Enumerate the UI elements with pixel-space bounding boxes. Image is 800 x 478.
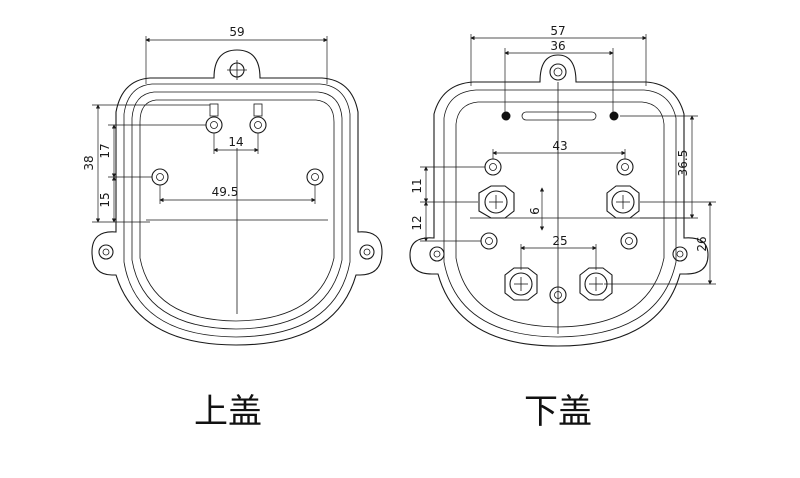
dim-upper-width: 59 <box>229 25 244 39</box>
lower-gland-bottom-left <box>504 267 538 301</box>
upper-cover-rim-2 <box>131 91 343 330</box>
lower-gland-upper-right <box>606 185 640 219</box>
lower-right-ear-hole <box>672 246 688 262</box>
lower-dot-right <box>609 111 619 121</box>
upper-cover-rim-1 <box>123 83 351 338</box>
lower-gland-bottom-right <box>579 267 613 301</box>
upper-cover-caption: 上盖 <box>194 392 262 432</box>
dim-lower-bottom-gap: 25 <box>552 234 567 248</box>
dim-lower-right-26: 26 <box>695 236 709 251</box>
dim-lower-offset: 6 <box>528 207 542 215</box>
upper-cover-outline <box>91 49 383 346</box>
dim-lower-top-gap: 43 <box>552 139 567 153</box>
dim-upper-side-gap: 49.5 <box>212 185 239 199</box>
upper-cover-rim-3 <box>139 99 335 322</box>
lower-cover-rim-2 <box>455 101 665 328</box>
dim-upper-17: 17 <box>98 143 112 158</box>
upper-cover-drawing: 59 38 17 15 14 49.5 上盖 <box>82 25 383 432</box>
lower-boss-mid-left <box>480 232 498 250</box>
dim-lower-width: 57 <box>550 24 565 38</box>
upper-side-boss-right <box>306 168 324 186</box>
upper-boss-right <box>249 116 267 134</box>
lower-cover-rim-1 <box>443 89 677 338</box>
dim-lower-inner: 36 <box>550 39 565 53</box>
dim-lower-left-11: 11 <box>410 178 424 193</box>
lower-boss-mid-right <box>620 232 638 250</box>
lower-tab-hole <box>549 63 567 81</box>
dim-upper-height: 38 <box>82 155 96 170</box>
lower-boss-upper-right <box>616 158 634 176</box>
lower-boss-upper-left <box>484 158 502 176</box>
upper-boss-left <box>205 116 223 134</box>
upper-right-ear-hole <box>359 244 375 260</box>
dim-upper-hole-gap: 14 <box>228 135 243 149</box>
lower-left-ear-hole <box>429 246 445 262</box>
lower-cover-caption: 下盖 <box>524 392 592 432</box>
lower-cover-outline <box>409 54 709 347</box>
lower-gland-upper-left <box>478 185 515 219</box>
upper-side-boss-left <box>151 168 169 186</box>
lower-top-slot <box>521 111 597 121</box>
lower-cover-drawing: 57 36 43 36.5 11 12 6 25 <box>409 24 716 432</box>
dim-lower-right-height: 36.5 <box>676 150 690 177</box>
dim-upper-15: 15 <box>98 192 112 207</box>
upper-left-ear-hole <box>98 244 114 260</box>
dim-lower-left-12: 12 <box>410 215 424 230</box>
lower-dot-left <box>501 111 511 121</box>
